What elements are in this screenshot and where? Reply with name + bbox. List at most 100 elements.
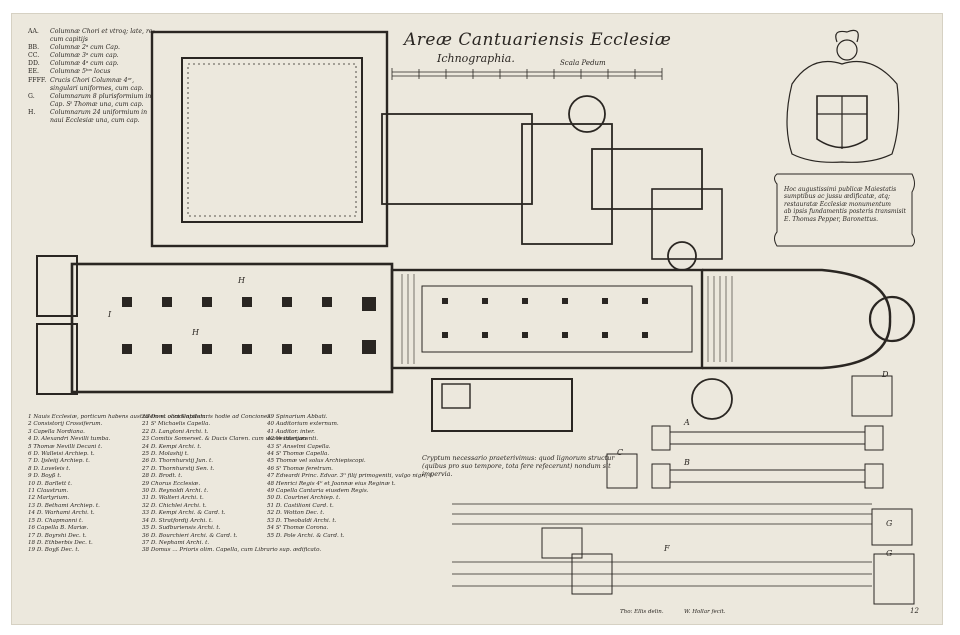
legend-numbered-entry: 29 Chorus Ecclesiæ.	[142, 480, 201, 487]
legend-numbered-entry: 32 D. Chichlei Archi. t.	[142, 502, 207, 509]
legend-numbered-entry: 41 Auditor. inter.	[267, 428, 315, 435]
legend-text: Crucis Chori Columnæ 4ᵒʳ, singulari unif…	[50, 76, 144, 92]
dedication-line: Hoc augustissimi publicæ Maiestatis sump…	[784, 186, 897, 208]
legend-numbered-entry: 46 Sᵗ Thomæ feretrum.	[267, 465, 333, 472]
plan-letter: F	[664, 544, 670, 553]
legend-entry: G. Columnarum 8 plurisformium in Cap. Sᵗ …	[28, 93, 158, 109]
legend-numbered-entry: 28 D. Brodt. t.	[142, 473, 183, 480]
legend-numbered-entry: 14 D. Warhami Archi. t.	[28, 510, 95, 517]
legend-numbered-entry: 33 D. Kempi Archi. & Card. t.	[142, 510, 226, 517]
legend-numbered-entry: 7 D. Ijsleiij Archiep. t.	[28, 458, 90, 465]
legend-text: Columnæ 4ᵃ cum cap.	[50, 60, 119, 68]
legend-numbered-entry: 6 D. Walleisi Archiep. t.	[28, 451, 95, 458]
legend-numbered-entry: 34 D. Stratfordij Archi. t.	[142, 517, 213, 524]
plan-letter: D	[882, 370, 889, 379]
legend-numbered-entry: 26 D. Thornhurstij Jun. t.	[142, 458, 214, 465]
legend-entry: AA.Columnæ Chori et vtroq; late, re; cum…	[28, 28, 158, 44]
legend-numbered-entry: 22 D. Langtoni Archi. t.	[142, 428, 209, 435]
dedication-text: Hoc augustissimi publicæ Maiestatis sump…	[784, 186, 914, 223]
column-elevations	[452, 375, 915, 605]
legend-numbered-entry: 31 D. Walteri Archi. t.	[142, 495, 204, 502]
legend-list-2: 20 Dom. olim Capitularis hodie ad Concio…	[142, 414, 321, 555]
legend-numbered-entry: 49 Capella Cantaria eiusdem Regis.	[267, 488, 369, 495]
plan-letter: C	[617, 448, 624, 457]
legend-numbered-entry: 15 D. Chapmanni t.	[28, 517, 83, 524]
legend-numbered-entry: 47 Edwardi Princ. Edvar. 3ᵗⁱ filij primo…	[267, 473, 434, 480]
legend-entry: DD. Columnæ 4ᵃ cum cap.	[28, 60, 158, 68]
legend-numbered-entry: 18 D. Ethberbis Dec. t.	[28, 539, 93, 546]
legend-numbered-entry: 12 Martyrium.	[28, 495, 70, 502]
legend-key: DD.	[28, 60, 40, 68]
legend-numbered-entry: 48 Henrici Regis 4ᵗⁱ et Joannæ eius Regi…	[267, 480, 396, 487]
legend-numbered-entry: 4 D. Alexandri Nevilli tumba.	[28, 436, 111, 443]
legend-numbered-entry: 54 Sᵗ Thomæ Corona.	[267, 525, 329, 532]
legend-key: H.	[28, 108, 36, 116]
crypt-note: Cryptum necessario praeterivimus: quod l…	[422, 454, 615, 478]
plan-letter: H	[238, 276, 245, 285]
signature-engraver: W. Hollar fecit.	[684, 609, 726, 615]
legend-numbered-entry: 37 D. Nephami Archi. t.	[142, 539, 210, 546]
legend-entry: H. Columnarum 24 uniformium in naui Eccle…	[28, 109, 158, 125]
legend-numbered-entry: 40 Auditorium externum.	[267, 421, 339, 428]
legend-entry: FFFF.Crucis Chori Columnæ 4ᵒʳ, singulari…	[28, 77, 158, 93]
legend-numbered-entry: 21 Sᵗ Michaelis Capella.	[142, 421, 211, 428]
legend-entry: CC. Columnæ 3ᵃ cum cap.	[28, 52, 158, 60]
legend-numbered-entry: 36 D. Bourchieri Archi. & Card. t.	[142, 532, 238, 539]
legend-list-3: 39 Spinarium Abbati.40 Auditorium extern…	[267, 414, 433, 540]
legend-numbered-entry: 10 D. Barllett t.	[28, 480, 73, 487]
cathedral-floor-plan	[36, 29, 916, 605]
legend-numbered-entry: 1 Nauis Ecclesiæ, porticum habens austra…	[28, 414, 208, 420]
legend-numbered-entry: 42 Vestiarium.	[267, 436, 309, 443]
legend-numbered-entry: 16 Capella B. Mariæ.	[28, 525, 89, 532]
scale-bar	[391, 68, 663, 80]
plan-letter: A	[684, 418, 690, 427]
choir-walls	[390, 268, 704, 370]
plan-letter: H	[192, 328, 199, 337]
legend-numbered-entry: 11 Claustrum.	[28, 488, 69, 495]
legend-numbered-entry: 19 D. Boyß Dec. t.	[28, 547, 80, 554]
legend-numbered-entry: 8 D. Loveleis t.	[28, 465, 71, 472]
plan-letter: G	[886, 519, 893, 528]
plan-letter: G	[886, 549, 893, 558]
legend-entry: BB.Columnæ 2ᵃ cum Cap.	[28, 44, 158, 52]
legend-numbered-entry: 51 D. Castilioni Card. t.	[267, 502, 334, 509]
page-number: 12	[910, 607, 919, 615]
legend-numbered-entry: 9 D. Boyß t.	[28, 473, 62, 480]
legend-numbered-entry: 13 D. Bethami Archiep. t.	[28, 502, 100, 509]
scale-label: Scala Pedum	[560, 59, 606, 67]
plan-title: Areæ Cantuariensis Ecclesiæ	[404, 30, 672, 50]
legend-key: EE.	[28, 68, 40, 76]
nave-walls	[70, 262, 394, 394]
legend-text: Columnarum 8 plurisformium in Cap. Sᵗ Th…	[50, 92, 152, 108]
signature-delineator: Tho: Ellis delin.	[620, 609, 664, 615]
legend-numbered-entry: 44 Sᵗ Thomæ Capella.	[267, 451, 330, 458]
legend-text: Columnarum 24 uniformium in naui Ecclesi…	[50, 108, 148, 125]
legend-key: BB.	[28, 44, 40, 52]
legend-numbered-entry: 38 Domus ... Prioris olim. Capella, cum …	[142, 547, 322, 554]
corona-chapel	[868, 295, 916, 343]
legend-numbered-entry: 50 D. Courtnei Archiep. t.	[267, 495, 341, 502]
legend-entry: EE. Columnæ 5ᵗᵘˢ locus	[28, 68, 158, 76]
legend-text: Columnæ 3ᵃ cum cap.	[50, 52, 119, 60]
legend-column-letters: AA.Columnæ Chori et vtroq; late, re; cum…	[28, 28, 158, 125]
dedication-line: E. Thomas Pepper, Baronettus.	[784, 215, 879, 223]
legend-key: AA.	[28, 28, 39, 35]
legend-numbered-entry: 23 Comitis Somerset. & Ducis Claren. cum…	[142, 436, 319, 443]
trinity-chapel-apse	[702, 268, 892, 370]
legend-numbered-entry: 25 D. Molashij t.	[142, 451, 189, 458]
legend-key: G.	[28, 92, 35, 100]
legend-numbered-entry: 3 Capella Nordiana.	[28, 428, 85, 435]
legend-key: CC.	[28, 52, 40, 60]
legend-numbered-entry: 17 D. Boyrshi Dec. t.	[28, 532, 87, 539]
legend-numbered-entry: 53 D. Theobaldi Archi. t.	[267, 517, 337, 524]
legend-numbered-entry: 20 Dom. olim Capitularis hodie ad Concio…	[142, 414, 272, 420]
cloister-outer	[150, 30, 389, 248]
plan-letter: I	[108, 310, 112, 319]
legend-numbered-entry: 5 Thomæ Nevilli Decani t.	[28, 443, 103, 450]
dedication-line: ab ipsis fundamentis posteris transmisit	[784, 208, 906, 216]
legend-numbered-entry: 35 D. Sudburiensis Archi. t.	[142, 525, 221, 532]
coat-of-arms	[786, 29, 900, 163]
legend-text: Columnæ 5ᵗᵘˢ locus	[50, 68, 111, 76]
dedication-scroll	[774, 173, 915, 247]
legend-numbered-entry: 43 Sᵗ Anselmi Capella.	[267, 443, 331, 450]
